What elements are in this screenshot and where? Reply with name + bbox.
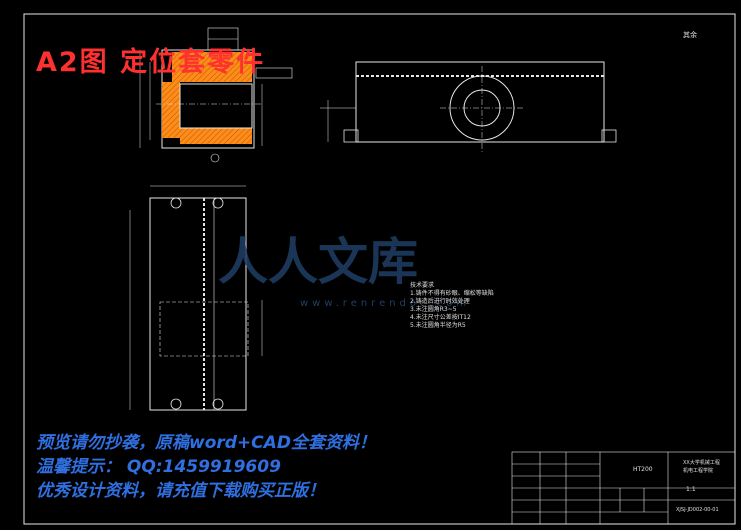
promo-line: 优秀设计资料，请充值下载购买正版！ — [36, 481, 325, 501]
side-view — [320, 61, 617, 152]
tech-req-item: 5.未注圆角半径为R5 — [410, 322, 466, 329]
promo-line: 温馨提示： QQ:1459919609 — [36, 457, 281, 477]
title-block — [511, 451, 736, 525]
title-block-name: XX大学机械工程 — [683, 460, 720, 466]
title-block-material: HT200 — [633, 466, 653, 473]
title-block-drawing-number: XJSJ-JD002-00-01 — [676, 507, 719, 513]
title-block-name: 机电工程学院 — [683, 468, 714, 474]
promo-line: 预览请勿抄袭，原稿word+CAD全套资料！ — [36, 433, 376, 453]
tech-req-item: 1.铸件不得有砂眼、缩松等缺陷 — [410, 290, 494, 297]
technical-requirements: 技术要求 1.铸件不得有砂眼、缩松等缺陷 2.铸造后进行时效处理 3.未注圆角R… — [410, 282, 494, 330]
watermark-brand: 人人文库 — [218, 233, 418, 291]
top-view — [129, 185, 263, 411]
tech-req-item: 4.未注尺寸公差按IT12 — [410, 314, 471, 321]
tech-req-item: 2.铸造后进行时效处理 — [410, 298, 470, 305]
watermark-url: www.renrendoc.com — [300, 298, 471, 309]
drawing-title-overlay: A2图 定位套零件 — [36, 47, 266, 78]
tech-req-item: 3.未注圆角R3~5 — [410, 306, 457, 313]
tech-req-heading: 技术要求 — [410, 282, 435, 289]
roughness-note: 其余 — [683, 31, 697, 39]
title-block-scale: 1:1 — [686, 486, 696, 493]
drawing-frame — [23, 13, 736, 525]
section-view — [139, 27, 293, 163]
